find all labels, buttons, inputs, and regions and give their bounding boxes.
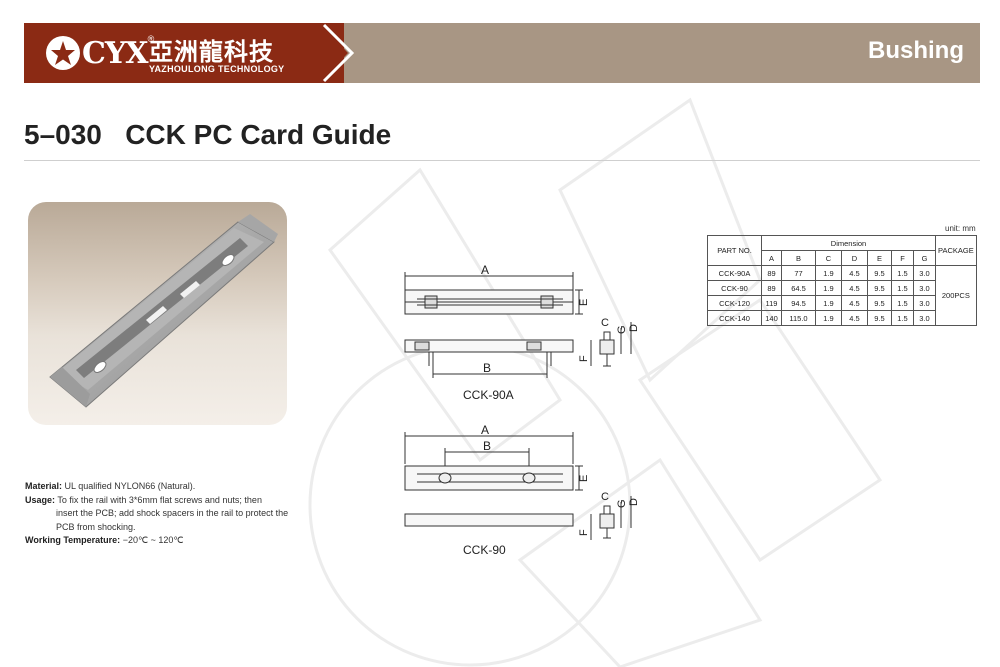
dim-label-b-90: B [483,439,491,453]
unit-label: unit: mm [945,224,976,233]
col-header: G [913,250,936,266]
caption-cck-90a: CCK-90A [463,388,514,402]
col-header: A [761,250,782,266]
dim-label-d: D [628,324,640,332]
specs-block: Material: UL qualified NYLON66 (Natural)… [25,480,310,548]
usage-text-3: PCB from shocking. [56,521,136,532]
value-cell: 1.9 [815,310,842,326]
brand-mark-text: CYX [82,35,149,71]
value-cell: 89 [761,280,782,296]
dim-label-e-90: E [578,475,590,482]
value-cell: 1.9 [815,280,842,296]
usage-line: Usage: To fix the rail with 3*6mm flat s… [25,494,310,508]
value-cell: 3.0 [913,280,936,296]
company-name-en: YAZHOULONG TECHNOLOGY [149,64,285,74]
table-header-row: PART NO. Dimension PACKAGE [707,235,977,266]
usage-text-1: To fix the rail with 3*6mm flat screws a… [57,494,262,505]
col-header: B [781,250,816,266]
company-name-cn: 亞洲龍科技 [149,38,274,66]
package-cell: 200PCS [935,265,977,326]
value-cell: 9.5 [867,265,892,281]
category-title: Bushing [868,37,964,64]
col-header: E [867,250,892,266]
dim-label-a: A [481,263,489,277]
temperature-label: Working Temperature: [25,535,121,545]
value-cell: 1.5 [891,295,914,311]
usage-label: Usage: [25,494,56,505]
material-label: Material: [25,481,63,491]
value-cell: 1.5 [891,265,914,281]
dim-label-d-90: D [628,498,640,506]
temperature-value: −20℃ ~ 120℃ [122,535,184,545]
dim-label-e: E [578,299,590,306]
part-cell: CCK-120 [707,295,762,311]
value-cell: 115.0 [781,310,816,326]
product-photo [28,202,287,425]
dim-label-g-90: G [616,499,628,508]
registered-mark: ® [147,34,155,44]
header-banner: CYX ® 亞洲龍科技 YAZHOULONG TECHNOLOGY Bushin… [24,23,980,83]
part-no-header: PART NO. [707,235,762,266]
dimension-table: PART NO. Dimension PACKAGE A B C D E F G… [707,235,977,326]
value-cell: 9.5 [867,310,892,326]
table-row: CCK-90 89 64.5 1.9 4.5 9.5 1.5 3.0 [707,280,977,296]
title-divider [24,160,980,161]
dim-label-a-90: A [481,423,489,437]
drawing-cck-90a: A E B C G D F [404,263,640,378]
dim-label-c: C [601,317,609,329]
value-cell: 1.5 [891,280,914,296]
dim-label-c-90: C [601,491,609,503]
value-cell: 9.5 [867,295,892,311]
product-title: 5–030 CCK PC Card Guide [24,119,392,150]
brand-logo: CYX ® [46,32,154,74]
value-cell: 4.5 [841,295,868,311]
value-cell: 4.5 [841,265,868,281]
col-header: C [815,250,842,266]
value-cell: 1.9 [815,265,842,281]
dim-label-g: G [616,325,628,334]
package-header: PACKAGE [935,235,977,266]
col-header: F [891,250,914,266]
material-value: UL qualified NYLON66 (Natural). [64,481,196,491]
value-cell: 1.5 [891,310,914,326]
star-logo-icon [46,36,80,70]
value-cell: 64.5 [781,280,816,296]
value-cell: 77 [781,265,816,281]
dim-label-f-90: F [578,529,590,536]
table-row: CCK-90A 89 77 1.9 4.5 9.5 1.5 3.0 200PCS [707,265,977,326]
col-header: D [841,250,868,266]
value-cell: 140 [761,310,782,326]
value-cell: 3.0 [913,310,936,326]
value-cell: 9.5 [867,280,892,296]
table-row: CCK-140 140 115.0 1.9 4.5 9.5 1.5 3.0 [707,310,977,326]
value-cell: 1.9 [815,295,842,311]
dimension-header: Dimension [761,235,936,251]
dim-label-f: F [578,355,590,362]
usage-text-2: insert the PCB; add shock spacers in the… [56,508,289,518]
caption-cck-90: CCK-90 [463,543,506,557]
value-cell: 94.5 [781,295,816,311]
material-line: Material: UL qualified NYLON66 (Natural)… [25,480,310,494]
value-cell: 89 [761,265,782,281]
dim-label-b: B [483,361,491,375]
chevron-divider-icon [322,23,355,83]
part-cell: CCK-90 [707,280,762,296]
temperature-line: Working Temperature: −20℃ ~ 120℃ [25,534,310,548]
part-cell: CCK-90A [707,265,762,281]
value-cell: 119 [761,295,782,311]
value-cell: 4.5 [841,310,868,326]
value-cell: 3.0 [913,295,936,311]
drawing-cck-90: A B E C G D F [404,423,640,540]
value-cell: 3.0 [913,265,936,281]
part-cell: CCK-140 [707,310,762,326]
value-cell: 4.5 [841,280,868,296]
